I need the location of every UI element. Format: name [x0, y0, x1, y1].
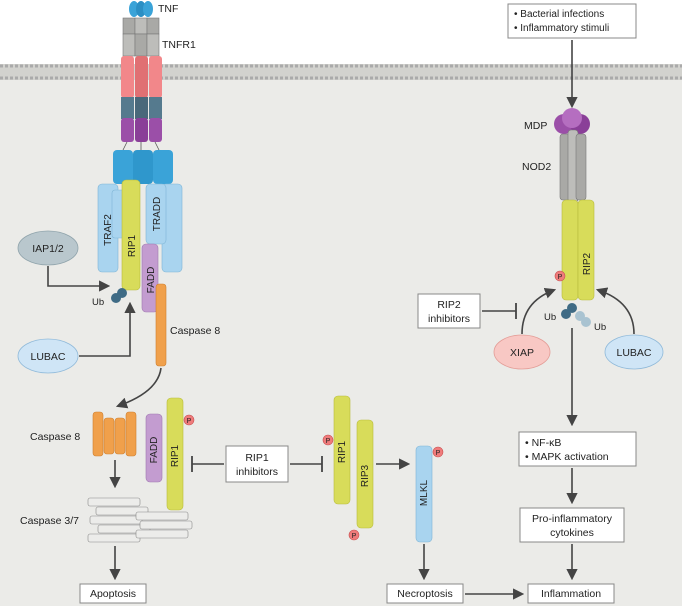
- lubac-node-right: [604, 334, 664, 370]
- complex-to-caspase8-arrow: [115, 367, 162, 409]
- cytokines-line1: Pro-inflammatory: [532, 513, 613, 525]
- inflammation-box: Inflammation: [527, 583, 615, 604]
- rip2-ub-right-label: Ub: [594, 322, 606, 333]
- xiap-label: XIAP: [510, 347, 534, 359]
- lubac-node-left: [17, 338, 79, 374]
- apoptosis-box: Apoptosis: [79, 583, 147, 604]
- rip1-label: RIP1: [127, 234, 138, 257]
- nfkb-box: • NF-κB • MAPK activation: [518, 431, 637, 467]
- nfkb-label: • NF-κB: [525, 437, 561, 449]
- ub-label: Ub: [92, 297, 104, 308]
- mlkl-label: MLKL: [419, 480, 430, 507]
- caspase8-complex-protein: [155, 283, 167, 367]
- rip1-inhibitors-box: RIP1 inhibitors: [225, 445, 289, 483]
- rip1-necrosome: [333, 395, 351, 505]
- rip2-inhibitors-line1: RIP2: [437, 299, 461, 311]
- nod2-label: NOD2: [522, 161, 551, 173]
- rip2-inhibition: [482, 303, 517, 319]
- xiap-node: [493, 334, 551, 370]
- inflammation-label: Inflammation: [541, 588, 601, 600]
- caspase37-label: Caspase 3/7: [20, 515, 79, 527]
- phospho-rip1-ripoptosome: [183, 414, 195, 426]
- rip3-label: RIP3: [360, 464, 371, 487]
- rip1-necrosome-label: RIP1: [337, 440, 348, 463]
- phospho-mlkl: [432, 446, 444, 458]
- phospho-label-1: P: [187, 418, 192, 425]
- fadd-ripoptosome: [145, 413, 163, 483]
- stimulus-inflammatory: • Inflammatory stimuli: [514, 23, 609, 34]
- death-domain-complex: [97, 150, 183, 313]
- lubac-left-label: LUBAC: [30, 351, 65, 363]
- phospho-rip2: [554, 270, 566, 282]
- tnf-ligand: [129, 1, 153, 17]
- iap-node: [17, 230, 79, 266]
- tradd-protein: [145, 183, 167, 245]
- rip1-ripoptosome: [166, 397, 184, 511]
- traf2-label: TRAF2: [103, 214, 114, 246]
- rip1-ripoptosome-label: RIP1: [170, 444, 181, 467]
- ubiquitin-chain: [111, 288, 127, 303]
- cytokines-box: Pro-inflammatory cytokines: [519, 507, 625, 543]
- mdp-ligand: [554, 108, 590, 134]
- nod2-receptor: [559, 129, 587, 203]
- tnfr1-label: TNFR1: [162, 39, 196, 51]
- fadd-protein: [141, 243, 159, 313]
- tnf-label: TNF: [158, 3, 178, 15]
- fadd-ripoptosome-label: FADD: [149, 437, 160, 464]
- apoptosis-label: Apoptosis: [90, 588, 136, 600]
- stimuli-box: • Bacterial infections • Inflammatory st…: [507, 3, 637, 39]
- tnfr1-receptor: [121, 17, 162, 153]
- phospho-label-2: P: [326, 438, 331, 445]
- rip1-inhibition-left: [191, 456, 224, 472]
- cytokines-line2: cytokines: [550, 527, 594, 539]
- caspase8-dimer: [92, 411, 137, 457]
- fadd-label: FADD: [146, 267, 157, 294]
- caspase8-label: Caspase 8: [30, 431, 80, 443]
- phospho-label-5: P: [558, 274, 563, 281]
- phospho-rip1-necrosome: [322, 434, 334, 446]
- lubac-to-rip2-arrow: [595, 287, 635, 335]
- tradd-label: TRADD: [152, 197, 163, 231]
- rip3-protein: [356, 419, 374, 529]
- rip2-inhibitors-line2: inhibitors: [428, 313, 470, 325]
- rip2-label: RIP2: [582, 252, 593, 275]
- phospho-rip3: [348, 529, 360, 541]
- xiap-to-rip2-arrow: [521, 287, 557, 335]
- rip2-ubiquitin: [561, 303, 591, 327]
- rip1-inhibitors-line2: inhibitors: [236, 466, 278, 478]
- rip1-protein: [121, 179, 141, 291]
- rip2-protein: [577, 199, 595, 301]
- rip1-inhibitors-line1: RIP1: [245, 452, 269, 464]
- mdp-label: MDP: [524, 120, 547, 132]
- caspase37-stack: [87, 497, 193, 543]
- stimulus-bacterial: • Bacterial infections: [514, 9, 604, 20]
- rip2-inhibitors-box: RIP2 inhibitors: [417, 293, 481, 329]
- iap-label: IAP1/2: [32, 243, 64, 255]
- rip1-inhibition-right: [290, 456, 323, 472]
- necroptosis-box: Necroptosis: [386, 583, 464, 604]
- iap-ubiquitin-arrow: [47, 266, 111, 292]
- caspase8-complex-label: Caspase 8: [170, 325, 220, 337]
- phospho-label-4: P: [436, 450, 441, 457]
- mlkl-protein: [415, 445, 433, 543]
- lubac-right-label: LUBAC: [616, 347, 651, 359]
- phospho-label-3: P: [352, 533, 357, 540]
- plasma-membrane: [0, 64, 682, 80]
- rip2-left-protein: [561, 199, 579, 301]
- necroptosis-label: Necroptosis: [397, 588, 452, 600]
- lubac-ubiquitin-arrow: [79, 301, 136, 357]
- mapk-label: • MAPK activation: [525, 451, 609, 463]
- rip2-ub-left-label: Ub: [544, 312, 556, 323]
